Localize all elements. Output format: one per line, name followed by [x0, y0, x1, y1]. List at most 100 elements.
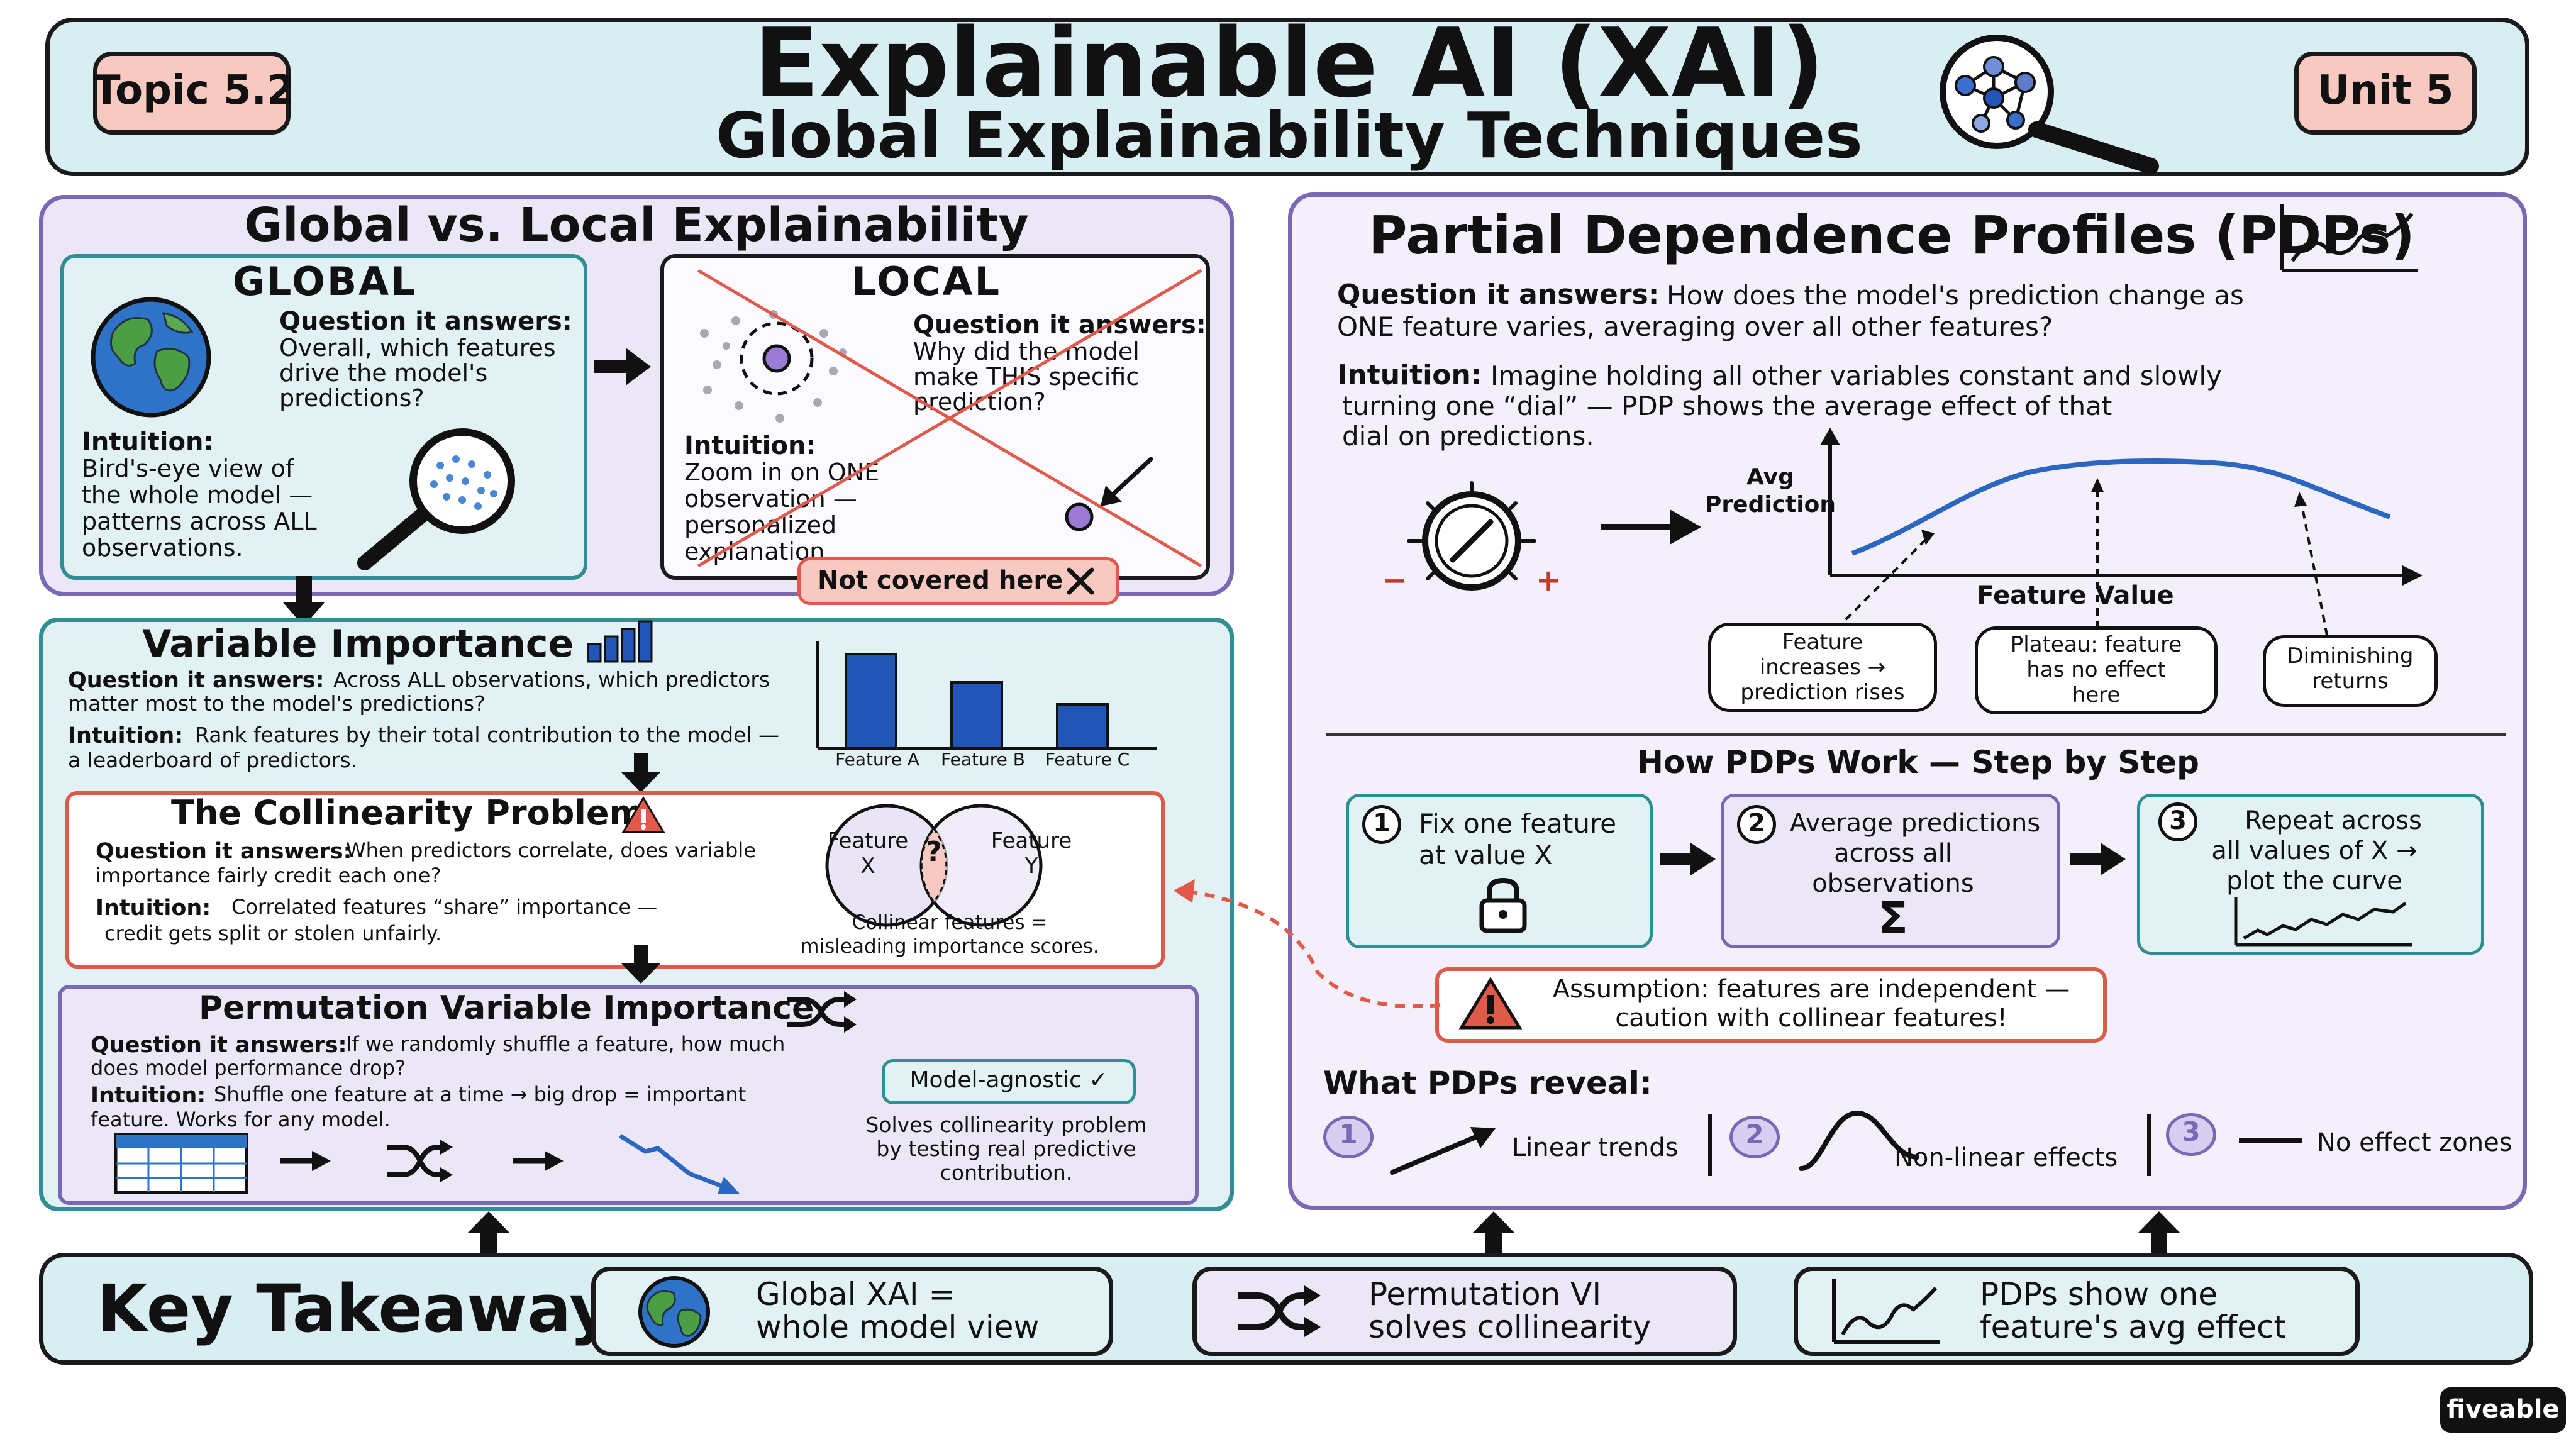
callout-diminishing-line-2: returns [2312, 669, 2389, 694]
flat-line-icon [2239, 1138, 2302, 1143]
reveal-1-number: 1 [1339, 1119, 1358, 1150]
step-2-box [1721, 794, 2060, 948]
network-magnifier-icon [1940, 35, 2159, 174]
linear-trend-icon [1390, 1127, 1496, 1175]
vi-chart-label-a: Feature A [835, 749, 919, 770]
dial-icon [1407, 481, 1536, 591]
callout-plateau-line-1: Plateau: feature [2010, 632, 2182, 657]
venn-diagram [825, 804, 1043, 927]
reveal-2-number: 2 [1745, 1119, 1764, 1150]
venn-overlap-mark: ? [926, 836, 942, 868]
takeaway-2 [1192, 1267, 1737, 1356]
pdp-title: Partial Dependence Profiles (PDPs) [1368, 204, 2415, 266]
permutation-intuition-label: Intuition: [91, 1083, 206, 1108]
line-chart-icon [2280, 204, 2418, 272]
takeaways-up-arrow-left [468, 1211, 509, 1254]
warning-icon [621, 796, 665, 833]
vi-chart-label-b: Feature B [941, 749, 1025, 770]
local-card [660, 254, 1210, 580]
collinearity-intuition-label: Intuition: [96, 896, 211, 921]
local-heading: LOCAL [852, 258, 1001, 304]
model-agnostic-badge [882, 1059, 1136, 1104]
page-title: Explainable AI (XAI) [753, 8, 1825, 119]
permutation-intuition-line-2: feature. Works for any model. [91, 1108, 391, 1131]
vi-intuition-label: Intuition: [68, 723, 184, 748]
pdp-x-axis-label: Feature Value [1977, 581, 2174, 610]
brand-logo-label: fiveable [2446, 1395, 2560, 1424]
local-question-line-1: Why did the model [913, 338, 1140, 365]
pdp-divider [1326, 733, 2506, 736]
reveal-title: What PDPs reveal: [1323, 1065, 1652, 1101]
takeaway-line-chart-icon [1832, 1279, 1940, 1344]
shuffle-icon [787, 991, 857, 1033]
callout-plateau [1975, 626, 2218, 714]
topic-badge-label: Topic 5.2 [93, 67, 295, 114]
takeaway-3-line-2: feature's avg effect [1980, 1309, 2287, 1345]
step-1-number: 1 [1373, 809, 1391, 838]
vi-question-label: Question it answers: [68, 668, 325, 693]
lock-icon [1479, 877, 1527, 933]
step-2-number-circle [1737, 805, 1776, 844]
permutation-question-line-1: If we randomly shuffle a feature, how mu… [346, 1032, 786, 1056]
global-intuition-line-4: observations. [82, 534, 243, 562]
step-3-curve-icon [2234, 897, 2412, 947]
collinearity-intuition-line-1: Correlated features “share” importance — [231, 895, 658, 919]
pdp-intuition-line-2: turning one “dial” — PDP shows the avera… [1342, 391, 2112, 421]
vi-to-collinearity-arrow [621, 753, 660, 792]
callout-plateau-line-3: here [2072, 682, 2121, 708]
global-intuition-label: Intuition: [82, 428, 214, 457]
bar-chart-icon [587, 620, 653, 663]
not-covered-label: Not covered here [818, 566, 1063, 595]
takeaway-1-line-1: Global XAI = [756, 1276, 955, 1313]
step-3-number: 3 [2169, 806, 2187, 835]
model-agnostic-label: Model-agnostic ✓ [909, 1067, 1108, 1093]
global-question-line-2: drive the model's [279, 359, 488, 387]
pdp-intuition-label: Intuition: [1337, 359, 1482, 391]
assumption-line-1: Assumption: features are independent — [1552, 975, 2070, 1004]
venn-right-line-1: Feature [991, 828, 1072, 853]
pdp-curve-chart [1820, 428, 2423, 586]
reveal-3-label: No effect zones [2317, 1128, 2512, 1157]
step-2-line-3: observations [1812, 869, 1974, 898]
header-banner [45, 18, 2529, 176]
unit-badge [2294, 52, 2477, 135]
takeaways-title: Key Takeaways [97, 1270, 651, 1347]
step-2-number: 2 [1748, 809, 1765, 838]
local-question-line-2: make THIS specific [913, 363, 1140, 391]
assumption-box [1435, 967, 2107, 1043]
non-linear-curve-icon [1799, 1110, 1919, 1171]
local-observation-icon [700, 310, 847, 423]
close-icon [1067, 567, 1094, 595]
collinearity-title: The Collinearity Problem [171, 793, 645, 833]
pdp-question-line-2: ONE feature varies, averaging over all o… [1337, 311, 2053, 342]
assumption-line-2: caution with collinear features! [1615, 1004, 2007, 1033]
step-1-line-1: Fix one feature [1419, 808, 1617, 839]
step-1-number-circle [1362, 805, 1401, 844]
takeaways-up-arrow-right [2138, 1211, 2180, 1254]
step-1-to-2-arrow [1660, 843, 1716, 875]
step-3-line-2: all values of X → [2211, 836, 2418, 865]
vi-chart-label-c: Feature C [1045, 749, 1130, 770]
collinearity-intuition-line-2: credit gets split or stolen unfairly. [104, 921, 442, 945]
global-to-local-arrow [594, 348, 651, 386]
pdp-question-label: Question it answers: [1337, 279, 1660, 311]
pdp-y-axis-line-2: Prediction [1705, 492, 1836, 518]
collinearity-caption-line-1: Collinear features = [852, 911, 1048, 934]
permutation-question-line-2: does model performance drop? [91, 1056, 406, 1080]
takeaway-1-line-2: whole model view [756, 1309, 1040, 1345]
reveal-1-label: Linear trends [1512, 1133, 1679, 1162]
permutation-process-diagram [114, 1133, 740, 1194]
global-question-line-3: predictions? [279, 384, 425, 412]
step-3-number-circle [2158, 802, 2197, 841]
step-2-to-3-arrow [2070, 843, 2126, 875]
assumption-warning-icon [1458, 977, 1523, 1030]
vi-bar-feature-a [845, 653, 897, 750]
collinearity-question-label: Question it answers: [96, 839, 352, 864]
reveal-2-circle [1729, 1116, 1780, 1158]
global-intuition-line-2: the whole model — [82, 481, 313, 509]
collinearity-caption-line-2: misleading importance scores. [800, 935, 1099, 958]
venn-right-line-2: Y [1024, 853, 1038, 879]
magnifier-dots-icon [357, 428, 515, 570]
brand-logo[interactable] [2440, 1387, 2566, 1433]
global-intuition-line-3: patterns across ALL [82, 508, 317, 535]
